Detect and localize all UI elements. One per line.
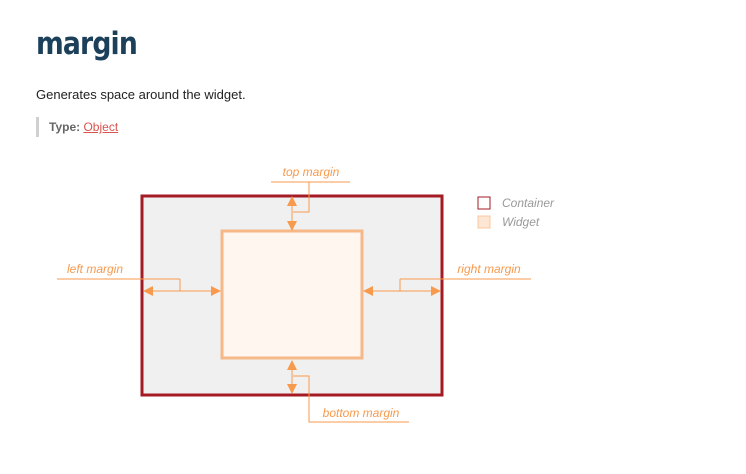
page-description: Generates space around the widget. — [36, 87, 246, 102]
page-title: margin — [36, 26, 138, 62]
left-margin-arrowheads — [143, 286, 221, 296]
legend-container-label: Container — [502, 196, 555, 210]
legend-widget-label: Widget — [502, 215, 540, 229]
top-margin-label: top margin — [283, 165, 340, 179]
bottom-margin-label: bottom margin — [323, 406, 400, 420]
bottom-margin-arrowheads — [287, 360, 297, 394]
right-margin-arrowheads — [363, 286, 441, 296]
type-note: Type: Object — [36, 117, 118, 137]
right-margin-label: right margin — [457, 262, 521, 276]
legend-container-swatch — [477, 196, 491, 210]
left-margin-label: left margin — [67, 262, 123, 276]
type-object-link[interactable]: Object — [83, 120, 119, 134]
widget-box — [220, 229, 364, 360]
legend: Container Widget — [477, 196, 555, 229]
left-margin-annotation — [57, 278, 218, 292]
top-margin-arrowheads — [287, 196, 297, 231]
right-margin-annotation — [366, 278, 531, 292]
type-label: Type: — [49, 120, 81, 134]
legend-widget-swatch — [477, 215, 491, 229]
